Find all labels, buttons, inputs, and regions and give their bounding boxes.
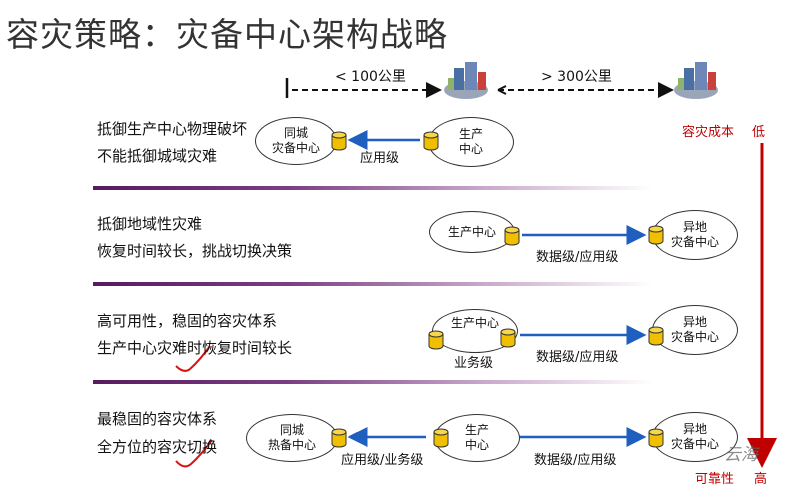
row2-remote-dr-center: 异地 灾备中心 [652, 210, 738, 260]
check-mark-row3 [175, 345, 211, 372]
datacenter-icon-primary [444, 62, 488, 99]
row2-link-label: 数据级/应用级 [536, 250, 619, 265]
watermark: 云海 [724, 445, 758, 465]
row2-remote-storage [648, 225, 664, 245]
row-divider [93, 186, 653, 190]
row3-storage-left [428, 330, 444, 350]
row3-business-label: 业务级 [454, 356, 494, 371]
row2-production-center: 生产中心 [429, 211, 515, 253]
row1-production-storage [423, 131, 439, 151]
cost-label: 容灾成本 [682, 125, 735, 140]
row1-storage-cylinder [331, 131, 347, 151]
row1-description-line1: 抵御生产中心物理破坏 [97, 120, 248, 138]
row3-link-label: 数据级/应用级 [536, 350, 619, 365]
row1-production-center: 生产 中心 [428, 117, 514, 167]
row4-production-storage [433, 428, 449, 448]
row4-same-city-hot-standby: 同城 热备中心 [246, 414, 338, 462]
row1-same-city-dr-center: 同城 灾备中心 [255, 117, 337, 165]
reliability-high-label: 高 [754, 472, 768, 487]
row4-description-line1: 最稳固的容灾体系 [97, 410, 218, 428]
row4-description-line2: 全方位的容灾切换 [97, 438, 218, 456]
row2-description-line2: 恢复时间较长，挑战切换决策 [97, 242, 293, 260]
row3-storage-right [500, 328, 516, 348]
row-divider [93, 282, 653, 286]
row4-right-link-label: 数据级/应用级 [534, 453, 617, 468]
row3-description-line2: 生产中心灾难时恢复时间较长 [97, 339, 293, 357]
near-distance-label: < 100公里 [335, 69, 406, 85]
far-distance-label: > 300公里 [541, 69, 612, 85]
page-title: 容灾策略：灾备中心架构战略 [6, 15, 448, 54]
row3-remote-storage [648, 326, 664, 346]
row4-left-link-label: 应用级/业务级 [341, 453, 424, 468]
row4-standby-storage [331, 428, 347, 448]
row3-remote-dr-center: 异地 灾备中心 [652, 305, 738, 355]
row1-description-line2: 不能抵御城域灾难 [97, 147, 218, 165]
row1-link-label: 应用级 [360, 151, 400, 166]
row2-description-line1: 抵御地域性灾难 [97, 215, 203, 233]
row-divider [93, 380, 653, 384]
check-mark-row4 [175, 439, 213, 468]
row3-description-line1: 高可用性，稳固的容灾体系 [97, 312, 278, 330]
reliability-label: 可靠性 [695, 472, 735, 487]
row4-remote-storage [648, 428, 664, 448]
row2-production-storage [504, 226, 520, 246]
cost-low-label: 低 [752, 125, 766, 140]
datacenter-icon-remote [674, 62, 718, 99]
